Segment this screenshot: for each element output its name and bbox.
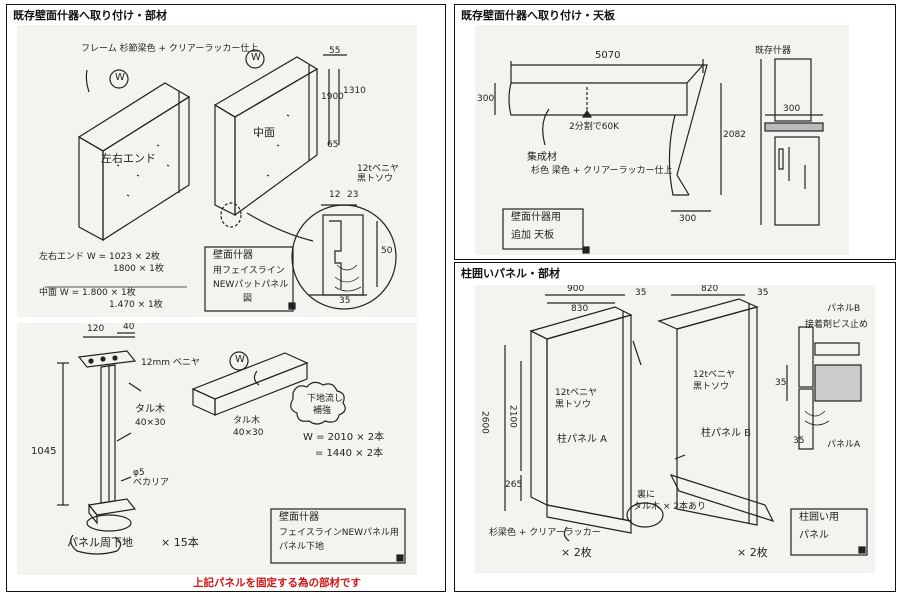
board-a-spec-2: 黒トソウ bbox=[555, 400, 592, 410]
dim-820: 820 bbox=[701, 285, 719, 294]
qty-center-line-1: 中面 W = 1.800 × 1枚 bbox=[39, 288, 136, 298]
pillar-box-line-2: パネル bbox=[799, 530, 829, 541]
frame-sketch: フレーム 杉節梁色 + クリアーラッカー仕上 W W 左右エンド 中面 55 1… bbox=[17, 25, 417, 317]
taruki-label: タル木 bbox=[135, 404, 165, 415]
cloud-note-2: 補強 bbox=[313, 406, 332, 416]
support-sketch-drawing bbox=[57, 332, 406, 564]
detail-dim-35: 35 bbox=[339, 296, 351, 306]
support-box-line-2: フェイスラインNEWパネル用 bbox=[279, 528, 400, 538]
detail-panel-a-label: パネルA bbox=[827, 440, 861, 450]
panel-b-label: 柱パネル B bbox=[701, 428, 752, 439]
left-frame-w-mark: W bbox=[115, 72, 125, 83]
back-note-2: タル木 × 2本あり bbox=[633, 502, 706, 512]
board-spec-1: 12tベニヤ bbox=[357, 164, 399, 174]
bolt-label-1: φ5 bbox=[133, 468, 145, 478]
panel-a-label: 柱パネル A bbox=[557, 434, 608, 445]
pillar-box-line-1: 柱囲い用 bbox=[799, 512, 839, 523]
countertop-box-line-1: 壁面什器用 bbox=[511, 212, 561, 223]
spec-box-line-1: 壁面什器 bbox=[213, 250, 253, 261]
detail-dim-35-b: 35 bbox=[793, 436, 805, 446]
material-line-2: 杉色 梁色 + クリアーラッカー仕上 bbox=[531, 166, 673, 176]
existing-fixture-label: 既存什器 bbox=[755, 46, 792, 56]
qty-left-line-2: 1800 × 1枚 bbox=[113, 264, 164, 274]
bolt-label-2: ベカリア bbox=[133, 478, 170, 488]
qty-center-line-2: 1.470 × 1枚 bbox=[109, 300, 163, 310]
cloud-note-1: 下地流し bbox=[307, 394, 344, 404]
back-note-1: 裏に bbox=[637, 490, 656, 500]
beam-taruki-size: 40×30 bbox=[233, 428, 264, 438]
countertop-panel: 既存壁面什器へ取り付け・天板 bbox=[454, 4, 896, 260]
panel-b-quantity: × 2枚 bbox=[737, 546, 768, 559]
dim-2082: 2082 bbox=[723, 130, 746, 140]
detail-dim-12: 12 bbox=[329, 190, 341, 200]
detail-dim-23: 23 bbox=[347, 190, 359, 200]
dim-1310: 1310 bbox=[343, 86, 366, 96]
dim-40: 40 bbox=[123, 323, 135, 332]
beam-qty-line-2: = 1440 × 2本 bbox=[315, 448, 384, 459]
dim-35-a: 35 bbox=[635, 288, 647, 298]
detail-dim-35-a: 35 bbox=[775, 378, 787, 388]
dim-2600: 2600 bbox=[479, 411, 490, 434]
spec-box-line-4: 図 bbox=[243, 294, 253, 304]
dim-35-b: 35 bbox=[757, 288, 769, 298]
material-line-1: 集成材 bbox=[527, 152, 557, 163]
pillar-sketch: 900 830 35 820 35 2600 2100 265 12tベニヤ 黒… bbox=[475, 285, 875, 573]
dim-900: 900 bbox=[567, 285, 585, 294]
taruki-size: 40×30 bbox=[135, 418, 166, 428]
pillar-panel: 柱囲いパネル・部材 bbox=[454, 262, 896, 592]
dim-1900: 1900 bbox=[321, 92, 344, 102]
support-box-line-1: 壁面什器 bbox=[279, 512, 319, 523]
board-b-spec-2: 黒トソウ bbox=[693, 382, 730, 392]
support-box-line-3: パネル下地 bbox=[279, 542, 325, 552]
support-quantity: × 15本 bbox=[161, 536, 199, 549]
dim-65: 65 bbox=[327, 140, 339, 150]
pillar-frame-note: 杉梁色 + クリアーラッカー bbox=[489, 528, 601, 538]
countertop-panel-title: 既存壁面什器へ取り付け・天板 bbox=[461, 9, 615, 22]
detail-fix-note: 接着剤ビス止め bbox=[805, 320, 869, 330]
countertop-sketch: 5070 300 2082 300 2分割で60K 集成材 杉色 梁色 + クリ… bbox=[475, 25, 849, 255]
board-b-spec-1: 12tベニヤ bbox=[693, 370, 735, 380]
dim-5070: 5070 bbox=[595, 50, 621, 61]
dim-2100: 2100 bbox=[507, 405, 518, 428]
board-a-spec-1: 12tベニヤ bbox=[555, 388, 597, 398]
panel-a-quantity: × 2枚 bbox=[561, 546, 592, 559]
center-frame-w-mark: W bbox=[251, 52, 261, 63]
beam-qty-line-1: W = 2010 × 2本 bbox=[303, 432, 385, 443]
support-sketch: 120 40 12mm ベニヤ タル木 40×30 1045 φ5 ベカリア パ… bbox=[17, 323, 417, 575]
dim-300-left: 300 bbox=[477, 94, 495, 104]
beam-w-mark: W bbox=[235, 354, 245, 365]
center-panel-label: 中面 bbox=[253, 126, 275, 139]
detail-dim-50: 50 bbox=[381, 246, 393, 256]
left-panel-title: 既存壁面什器へ取り付け・部材 bbox=[13, 9, 167, 22]
dim-830: 830 bbox=[571, 304, 589, 314]
countertop-box-line-2: 追加 天板 bbox=[511, 230, 555, 241]
pillar-panel-title: 柱囲いパネル・部材 bbox=[461, 267, 560, 280]
frame-sketch-drawing bbox=[45, 49, 397, 312]
frame-finish-note: フレーム 杉節梁色 + クリアーラッカー仕上 bbox=[81, 44, 259, 54]
dim-265: 265 bbox=[505, 480, 523, 490]
beam-taruki-label: タル木 bbox=[233, 416, 261, 426]
pillar-drawing bbox=[504, 294, 868, 556]
qty-left-line-1: 左右エンド W = 1023 × 2枚 bbox=[39, 252, 160, 262]
board-spec-2: 黒トソウ bbox=[357, 174, 394, 184]
dim-1045: 1045 bbox=[31, 446, 57, 457]
section-dim-300: 300 bbox=[783, 104, 801, 114]
left-end-panel-label: 左右エンド bbox=[101, 152, 156, 165]
countertop-drawing bbox=[494, 58, 824, 254]
dim-300-bottom: 300 bbox=[679, 214, 697, 224]
spec-box-line-3: NEWパットパネル bbox=[213, 280, 289, 290]
dim-55: 55 bbox=[329, 46, 341, 56]
detail-panel-b-label: パネルB bbox=[827, 304, 861, 314]
plywood-label: 12mm ベニヤ bbox=[141, 358, 200, 368]
spec-box-line-2: 用フェイスライン bbox=[213, 266, 285, 276]
dim-120: 120 bbox=[87, 324, 105, 334]
under-frame-label: パネル周下地 bbox=[67, 536, 133, 549]
fixing-parts-note: 上記パネルを固定する為の部材です bbox=[193, 577, 361, 589]
split-price-note: 2分割で60K bbox=[569, 122, 620, 132]
left-panel: 既存壁面什器へ取り付け・部材 bbox=[6, 4, 446, 592]
